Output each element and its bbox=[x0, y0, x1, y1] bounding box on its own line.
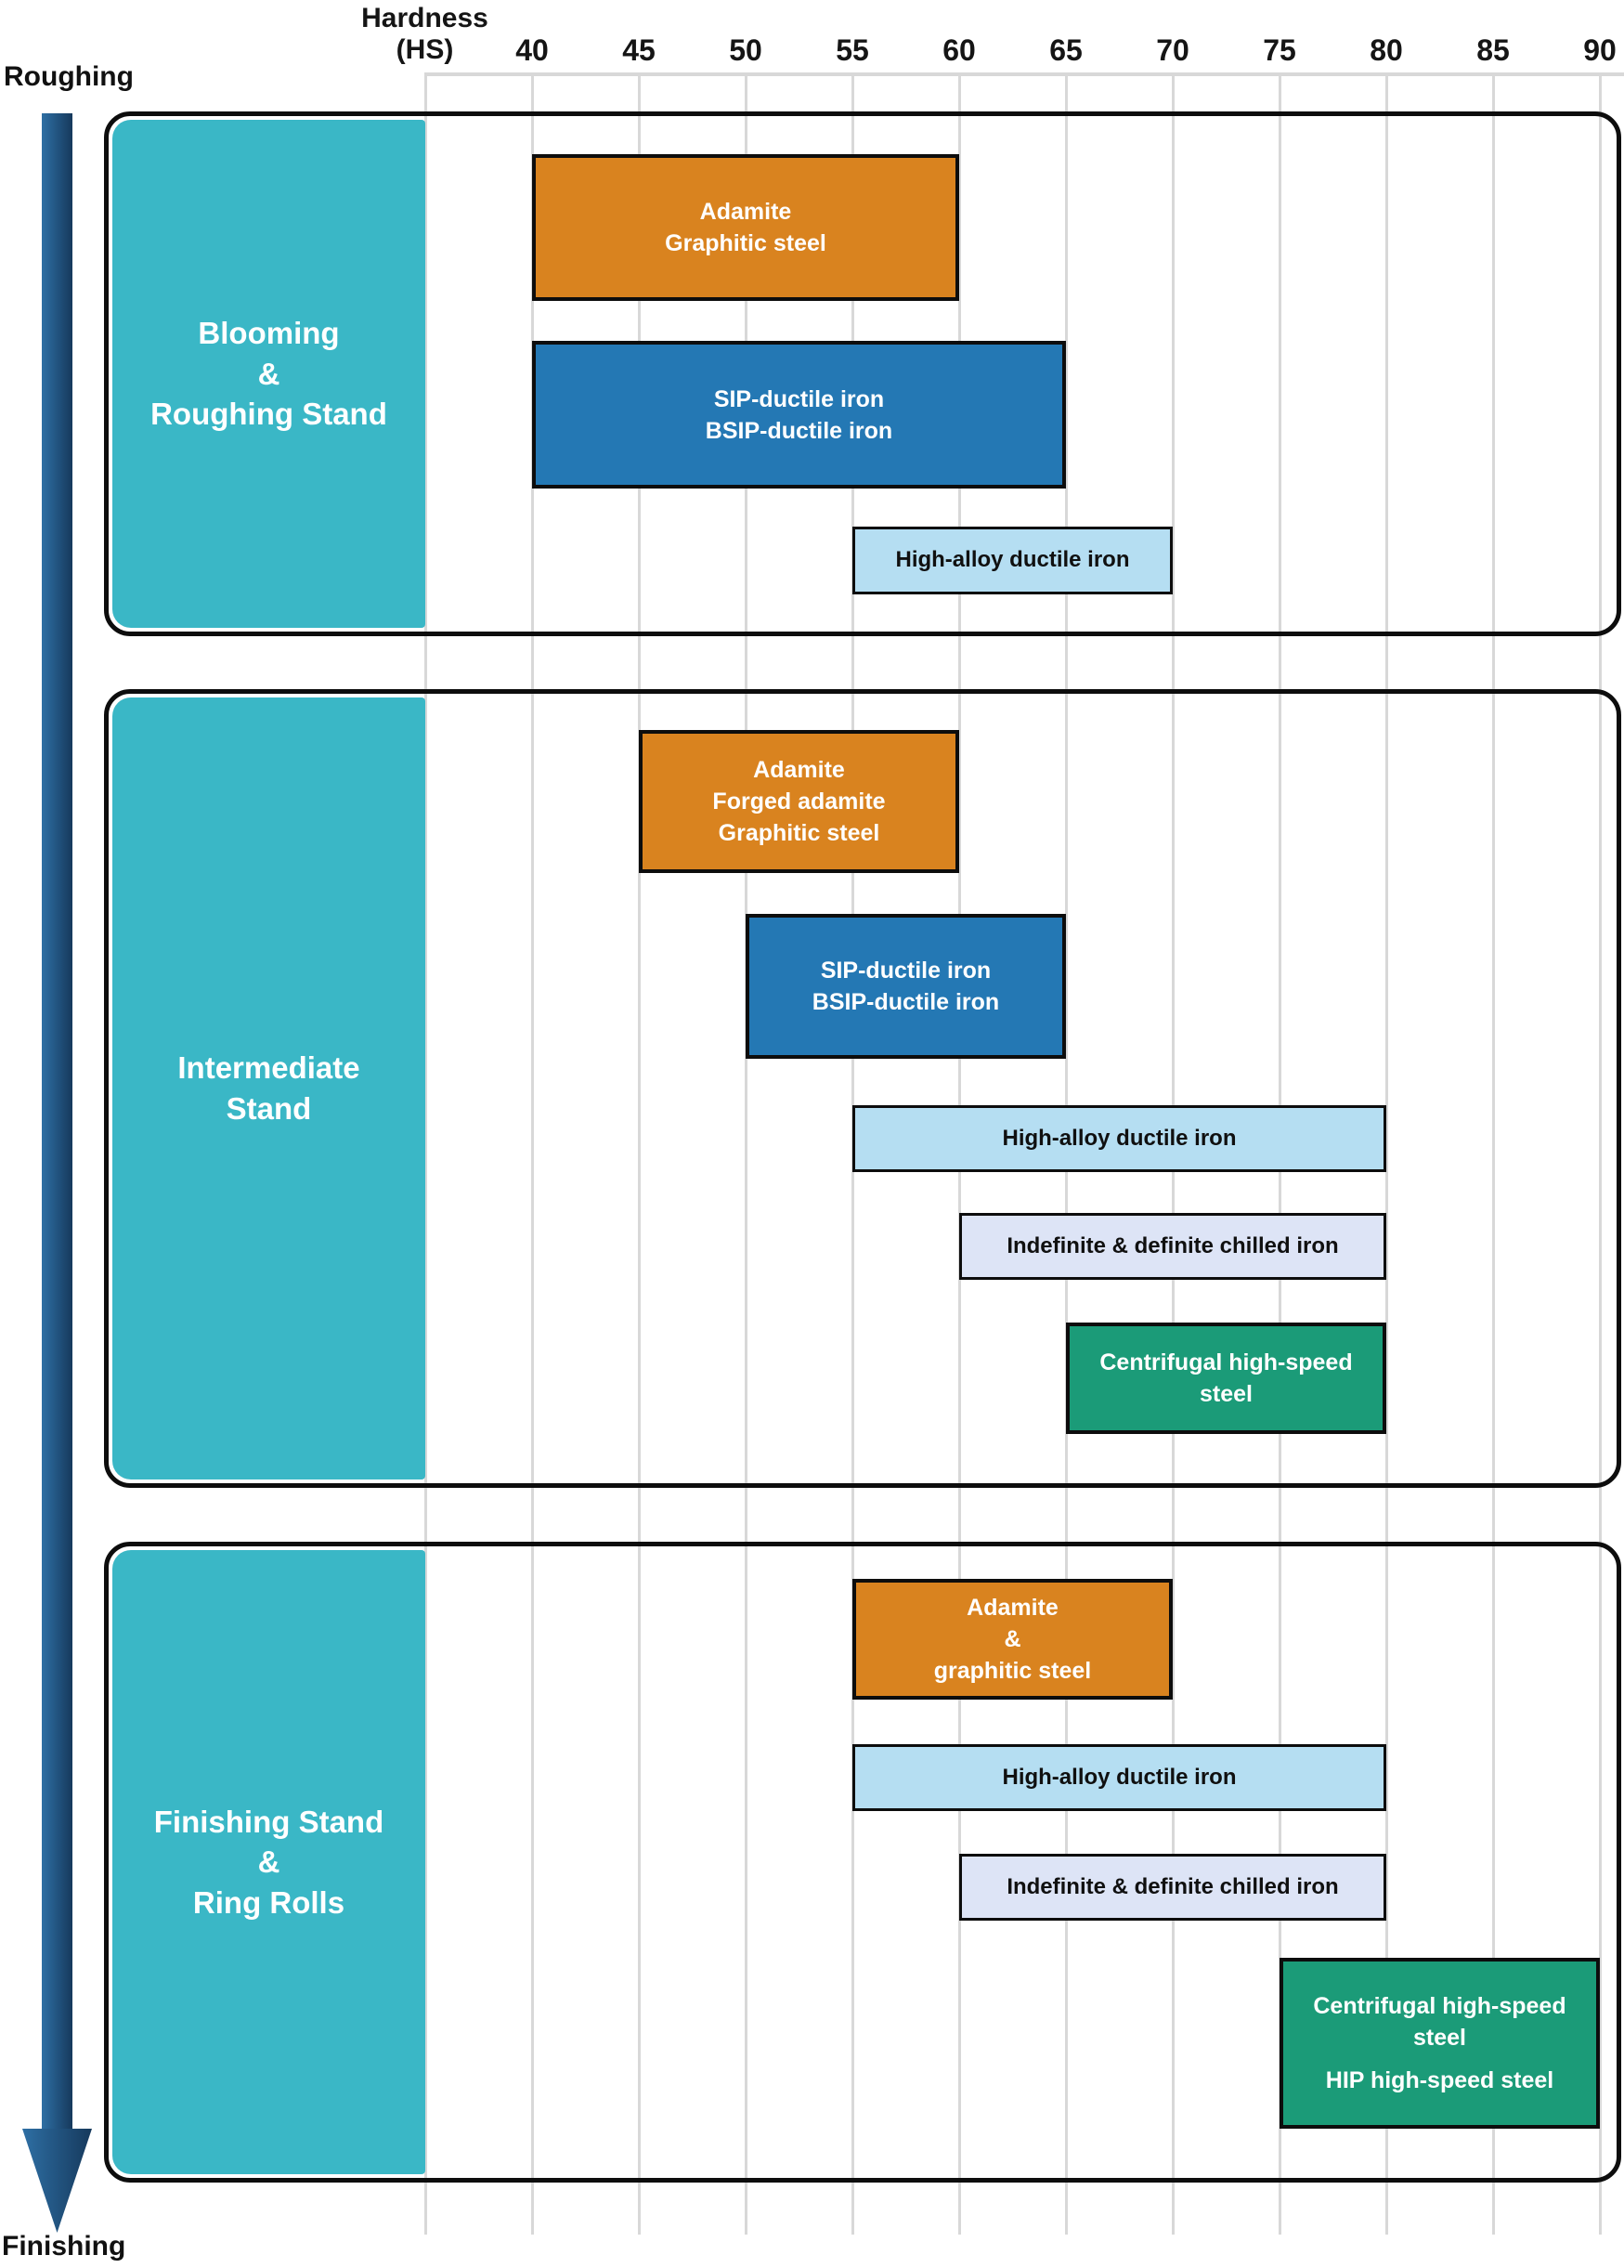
material-bar: Adamite & graphitic steel bbox=[852, 1579, 1173, 1700]
material-bar-line: steel bbox=[1413, 2025, 1466, 2051]
axis-tick-label: 60 bbox=[942, 33, 976, 67]
axis-tick-label: 85 bbox=[1476, 33, 1510, 67]
axis-tick-label: 75 bbox=[1263, 33, 1296, 67]
stand-panel-finishing-ring-rolls: Finishing Stand & Ring Rolls bbox=[104, 1542, 1621, 2183]
stand-label-finishing-ring-rolls: Finishing Stand & Ring Rolls bbox=[112, 1550, 425, 2174]
material-bar-line: High-alloy ductile iron bbox=[895, 547, 1130, 573]
material-bar-line: HIP high-speed steel bbox=[1325, 2067, 1554, 2093]
material-bar: Indefinite & definite chilled iron bbox=[959, 1213, 1386, 1280]
material-bar: High-alloy ductile iron bbox=[852, 1744, 1386, 1811]
material-bar-line: & bbox=[1004, 1626, 1021, 1652]
material-bar-line: Adamite bbox=[967, 1595, 1059, 1621]
material-bar-line: Adamite bbox=[753, 757, 845, 783]
gridline bbox=[424, 72, 427, 2235]
stand-label-blooming-roughing: Blooming & Roughing Stand bbox=[112, 120, 425, 628]
material-bar: Centrifugal high-speed steel bbox=[1066, 1323, 1386, 1434]
axis-tick-label: 40 bbox=[515, 33, 549, 67]
axis-tick-label: 90 bbox=[1583, 33, 1617, 67]
axis-title-line1: Hardness bbox=[361, 3, 488, 33]
material-bar: High-alloy ductile iron bbox=[852, 1105, 1386, 1172]
axis-title: Hardness (HS) bbox=[316, 3, 534, 66]
material-bar-line: Indefinite & definite chilled iron bbox=[1007, 1232, 1339, 1258]
stand-label-line: & bbox=[257, 1844, 280, 1880]
material-bar: Indefinite & definite chilled iron bbox=[959, 1854, 1386, 1921]
axis-tick-label: 50 bbox=[729, 33, 762, 67]
gridline bbox=[531, 72, 534, 2235]
stand-label-line: Blooming bbox=[198, 316, 340, 351]
material-bar-line: High-alloy ductile iron bbox=[1002, 1764, 1237, 1790]
stand-label-line: Finishing Stand bbox=[153, 1804, 384, 1839]
material-bar-line: Centrifugal high-speed bbox=[1099, 1349, 1353, 1375]
gridline bbox=[1599, 72, 1602, 2235]
flow-start-label: Roughing bbox=[4, 61, 134, 92]
material-bar-line: Adamite bbox=[699, 199, 792, 225]
flow-arrow-shaft bbox=[42, 113, 72, 2131]
material-bar-line: Graphitic steel bbox=[718, 820, 880, 846]
material-bar-line: Graphitic steel bbox=[665, 230, 826, 256]
material-bar-line: Indefinite & definite chilled iron bbox=[1007, 1873, 1339, 1899]
stand-label-line: Stand bbox=[226, 1091, 312, 1126]
stand-label-line: Roughing Stand bbox=[150, 397, 387, 432]
material-bar-line: graphitic steel bbox=[933, 1658, 1092, 1684]
gridline bbox=[745, 72, 747, 2235]
gridline bbox=[1492, 72, 1495, 2235]
stand-panel-blooming-roughing: Blooming & Roughing Stand bbox=[104, 111, 1621, 636]
material-bar-line: steel bbox=[1200, 1381, 1253, 1407]
axis-tick-label: 55 bbox=[836, 33, 869, 67]
stand-label-line: Ring Rolls bbox=[192, 1884, 345, 1920]
material-bar-line: Forged adamite bbox=[712, 789, 886, 815]
stand-label-line: Intermediate bbox=[177, 1050, 360, 1086]
axis-tick-label: 65 bbox=[1049, 33, 1083, 67]
material-bar-line: High-alloy ductile iron bbox=[1002, 1125, 1237, 1151]
gridline bbox=[638, 72, 641, 2235]
flow-end-label: Finishing bbox=[2, 2231, 126, 2261]
gridline bbox=[1385, 72, 1388, 2235]
material-bar-line: BSIP-ductile iron bbox=[812, 989, 1000, 1015]
material-bar-line: Centrifugal high-speed bbox=[1313, 1993, 1566, 2019]
axis-title-line2: (HS) bbox=[396, 34, 454, 65]
material-bar-line: SIP-ductile iron bbox=[713, 385, 885, 412]
material-bar-line: SIP-ductile iron bbox=[820, 958, 992, 984]
grid-top-line bbox=[425, 72, 1624, 76]
axis-tick-label: 80 bbox=[1370, 33, 1403, 67]
axis-tick-label: 70 bbox=[1156, 33, 1189, 67]
material-bar-line: BSIP-ductile iron bbox=[705, 417, 893, 444]
flow-arrow-head-icon bbox=[22, 2129, 92, 2233]
axis-tick-label: 45 bbox=[622, 33, 656, 67]
material-bar: High-alloy ductile iron bbox=[852, 527, 1173, 594]
stand-label-line: & bbox=[257, 356, 280, 391]
